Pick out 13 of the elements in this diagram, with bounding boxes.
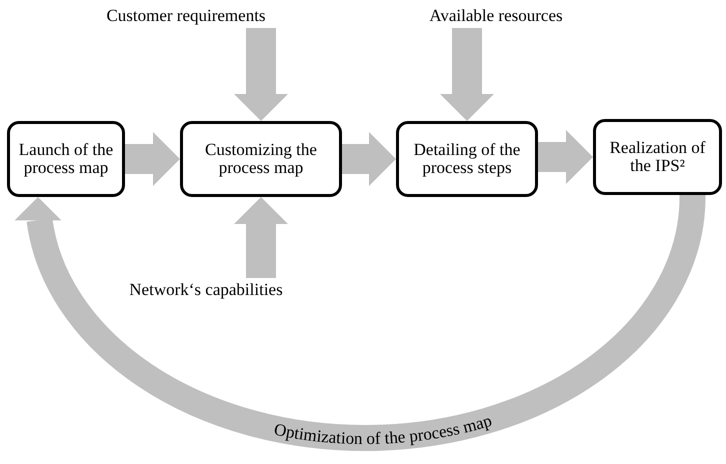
- arrow: [125, 132, 180, 186]
- process-box: Launch of the process map: [7, 121, 125, 197]
- arrow: [538, 130, 593, 184]
- input-label: Customer requirements: [106, 4, 266, 28]
- process-box: Detailing of the process steps: [396, 121, 538, 197]
- process-box: Customizing the process map: [180, 121, 342, 197]
- process-box: Realization of the IPS²: [593, 119, 722, 195]
- input-label: Available resources: [416, 4, 576, 28]
- arrow: [342, 132, 396, 186]
- arrow: [234, 28, 288, 121]
- edge-label: Optimization of the process map: [272, 410, 494, 448]
- input-label: Network‘s capabilities: [126, 278, 286, 302]
- arrow: [234, 197, 288, 278]
